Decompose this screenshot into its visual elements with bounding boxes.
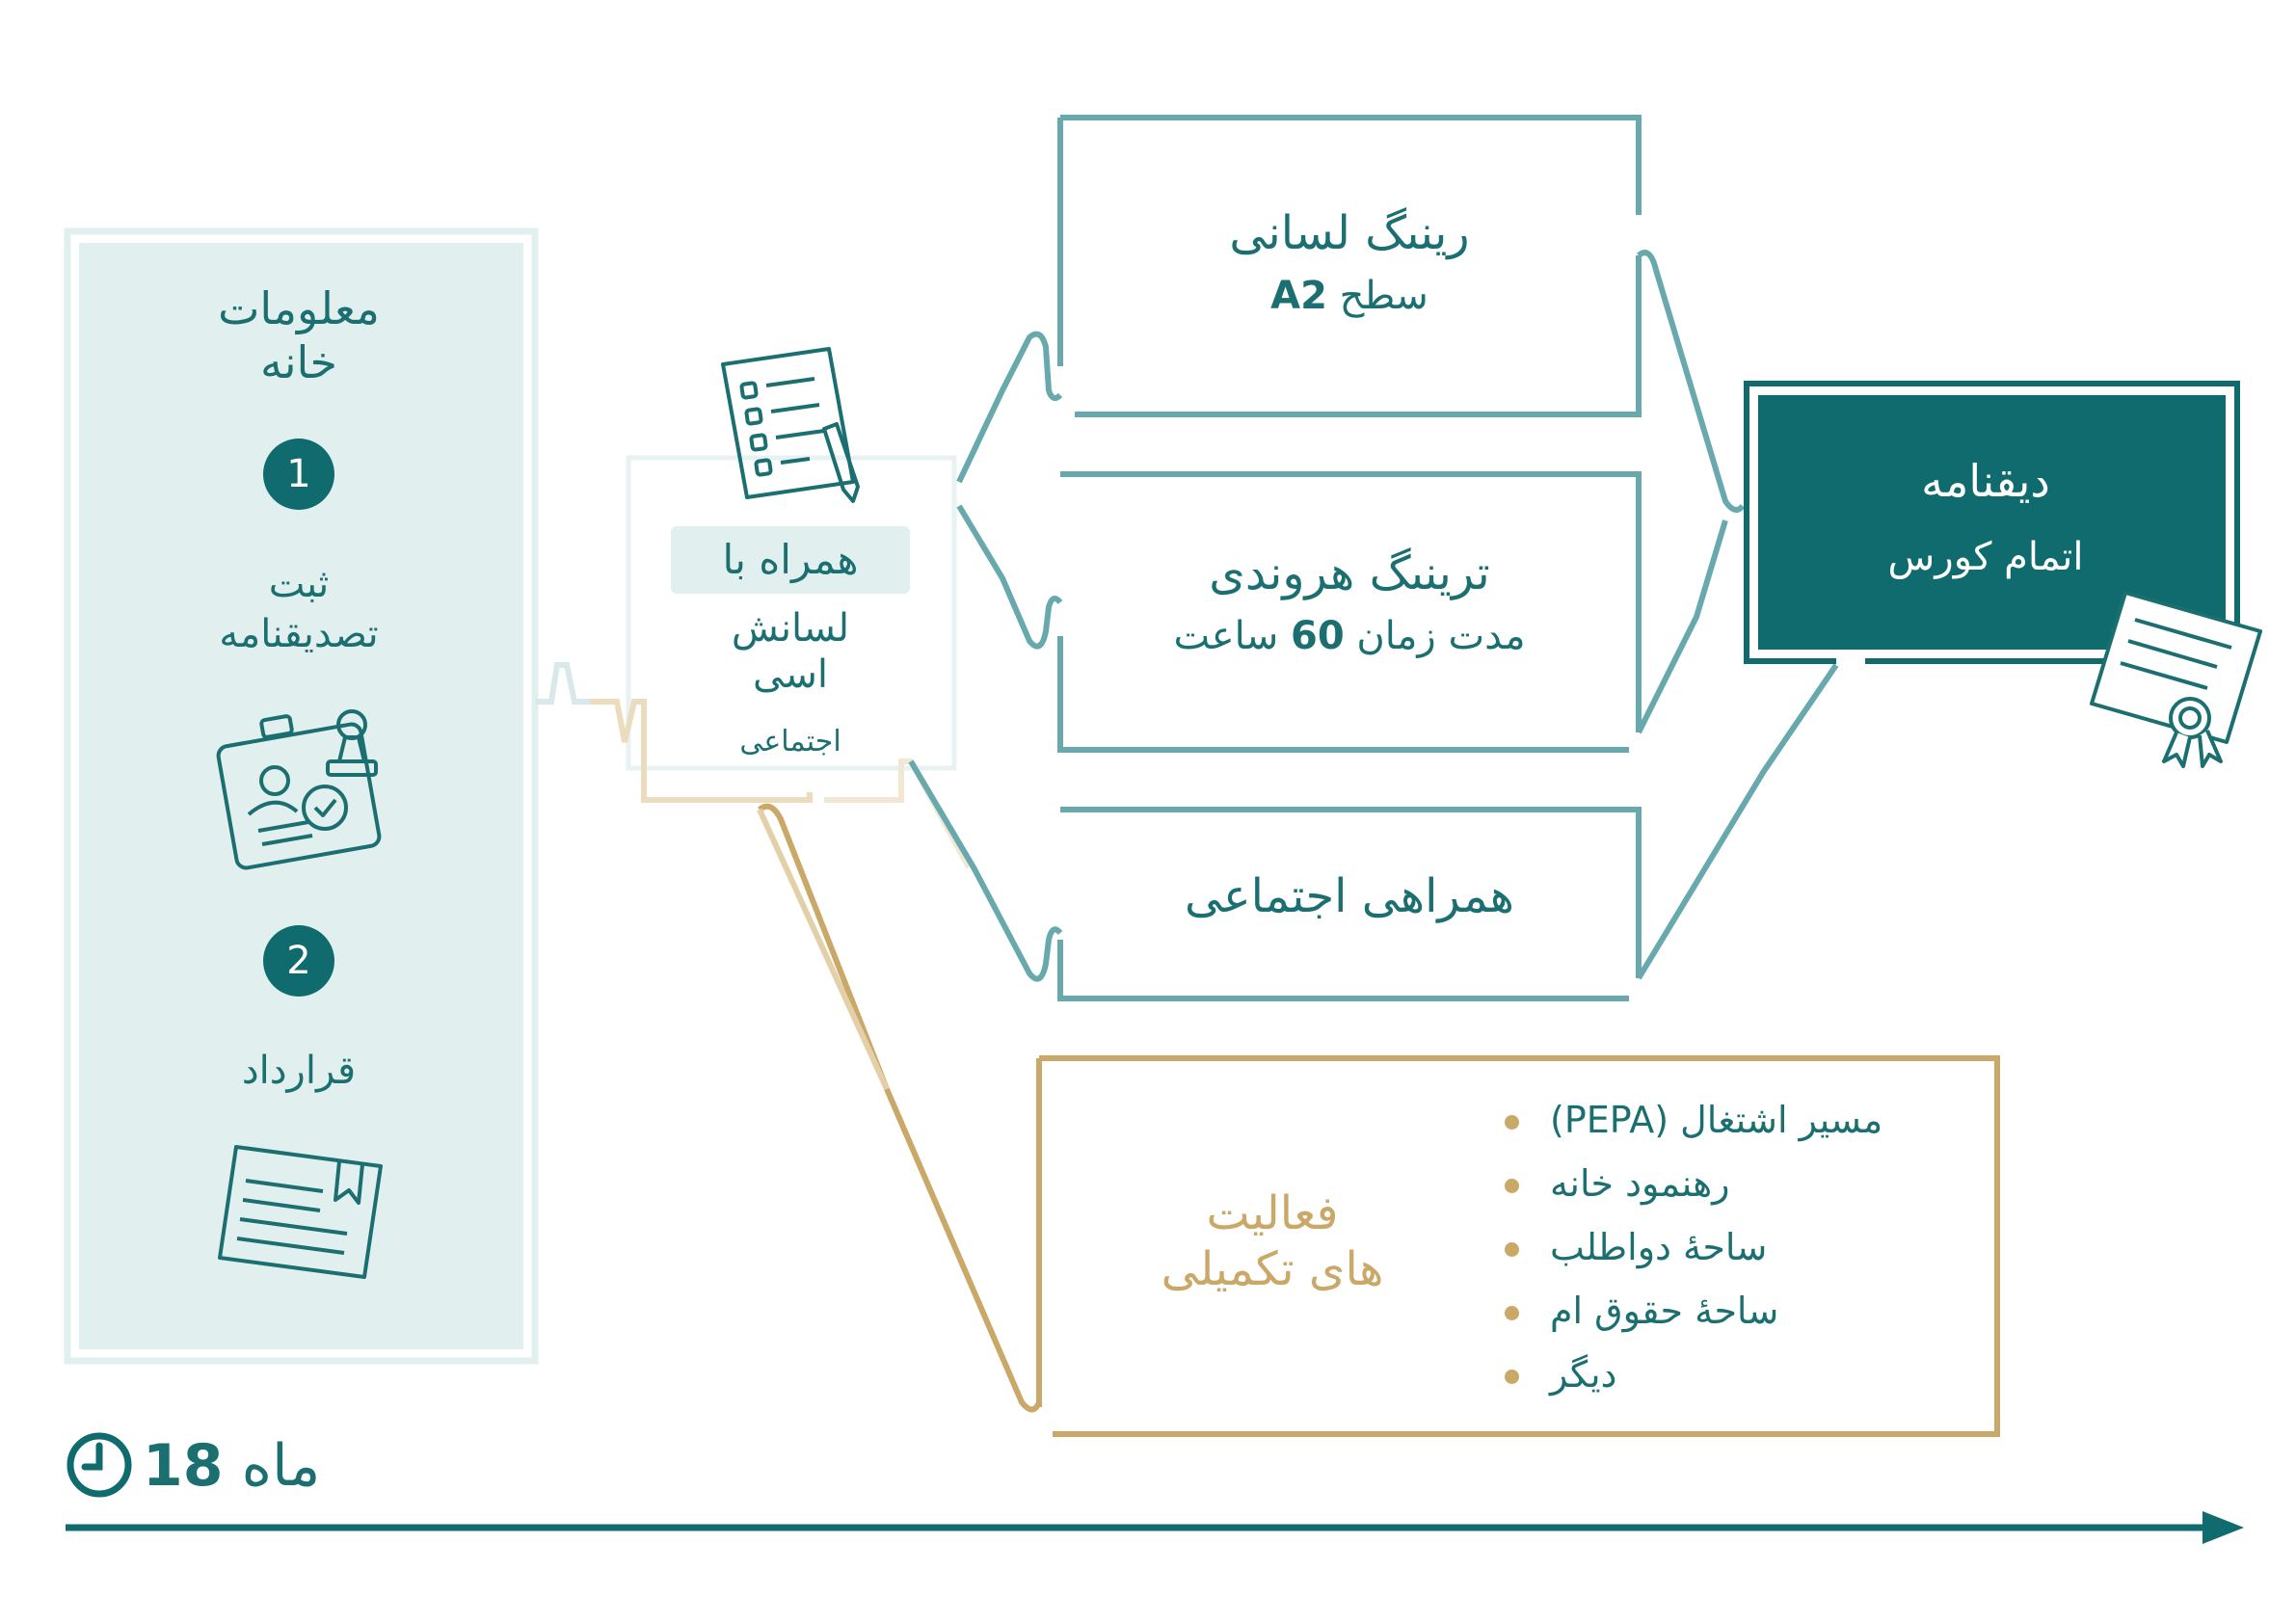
- connector-cert-top: [1637, 250, 1746, 513]
- connector-gold-right: [824, 758, 972, 869]
- connector-gold-under: [590, 699, 813, 803]
- center-box-outline: [626, 455, 957, 771]
- orientation-duration-prefix: مدت زمان: [1356, 614, 1526, 658]
- step-2-badge: 2: [263, 925, 334, 997]
- orientation-duration-value: 60: [1291, 614, 1345, 658]
- connector-language: [956, 331, 1063, 484]
- language-box-subtitle: سطح A2: [1070, 272, 1629, 320]
- box-social-outline: [1057, 807, 1642, 1001]
- activity-bullet-4: [1505, 1306, 1519, 1320]
- step-1-label: ثبت تصدیقنامه: [219, 562, 379, 656]
- activity-item-3: ساحۀ دواطلب: [1550, 1226, 1768, 1268]
- center-badge-text: همراه با: [722, 536, 859, 583]
- box-language-outline: [1057, 115, 1642, 417]
- center-subtitle: اجتماعی: [739, 725, 841, 758]
- box-activities-outline: [1036, 1055, 2000, 1437]
- activity-item-2: رهنمود خانه: [1550, 1162, 1730, 1205]
- certificate-icon: [2090, 591, 2262, 768]
- activity-bullet-2: [1505, 1179, 1519, 1193]
- language-level-label: سطح: [1339, 274, 1428, 318]
- activity-item-1: مسیر اشتغال (PEPA): [1550, 1099, 1883, 1141]
- timeline-unit: ماه: [241, 1432, 321, 1500]
- activity-bullet-5: [1505, 1370, 1519, 1384]
- language-box-title: رینںگ لسانی: [1229, 206, 1470, 260]
- social-box-title: همراهی اجتماعی: [1185, 869, 1514, 923]
- connector-activities-light: [757, 808, 890, 1091]
- language-level-value: A2: [1270, 274, 1327, 318]
- connector-cert-bottom: [1636, 663, 1839, 980]
- checklist-clipboard-icon: [721, 347, 860, 503]
- step-2-label: قرارداد: [241, 1049, 357, 1093]
- activity-bullet-1: [1505, 1115, 1519, 1130]
- connector-orientation: [956, 504, 1063, 650]
- center-badge: [671, 526, 910, 594]
- certificate-title: دیقنامه: [1921, 455, 2050, 507]
- center-title: لسانش اسی: [731, 606, 850, 697]
- connector-left-center: [535, 662, 590, 705]
- connector-cert-mid: [1636, 519, 1728, 734]
- orientation-duration-suffix: ساعت: [1173, 614, 1279, 658]
- certificate-subtitle: اتمام کورس: [1887, 535, 2084, 579]
- orientation-box-subtitle: مدت زمان 60 ساعت: [1070, 612, 1629, 660]
- left-panel: [79, 243, 523, 1349]
- orientation-box-title: ترینںگ هروندی: [1209, 546, 1490, 600]
- timeline-label: 18 ماه: [143, 1432, 320, 1500]
- left-panel-title: معلومات خانه: [218, 282, 380, 388]
- step-1-badge: 1: [263, 439, 334, 510]
- activity-bullet-3: [1505, 1242, 1519, 1257]
- activity-item-4: ساحۀ حقوق ام: [1550, 1290, 1779, 1332]
- box-orientation-outline: [1057, 471, 1642, 753]
- contract-document-icon: [218, 1145, 383, 1279]
- connector-social: [908, 759, 1063, 982]
- clock-icon: [67, 1432, 132, 1498]
- timeline-number: 18: [143, 1432, 224, 1500]
- id-card-stamp-icon: [216, 709, 382, 870]
- activities-title: فعالیت های تکمیلی: [1161, 1186, 1384, 1296]
- left-panel-outer: [64, 227, 539, 1365]
- timeline-arrowhead: [2203, 1511, 2244, 1544]
- certificate-box-outer: [1744, 381, 2240, 664]
- activity-item-5: دیگر: [1550, 1353, 1617, 1396]
